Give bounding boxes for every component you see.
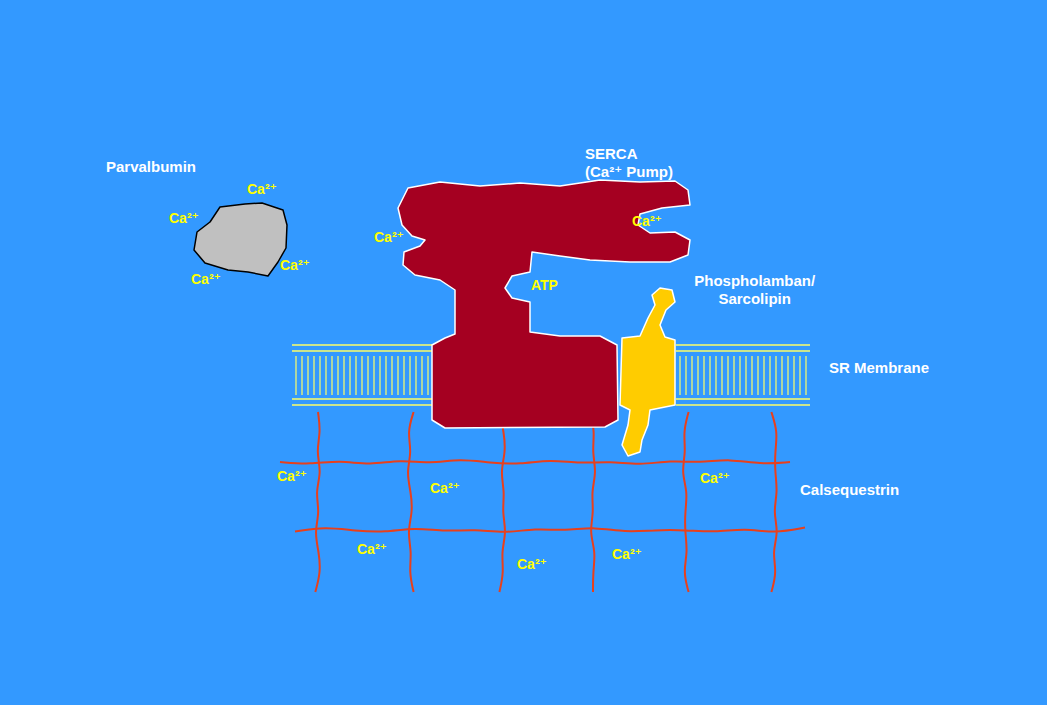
ion-label: Ca²⁺: [357, 541, 387, 557]
ion-label: Ca²⁺: [632, 213, 662, 229]
lipid-tail: [763, 356, 764, 395]
mesh-strand: [590, 412, 595, 592]
regulator-protein: Phospholamban/ Sarcolipin: [615, 265, 875, 460]
lipid-tail: [739, 356, 740, 395]
lipid-tail: [361, 356, 362, 395]
lipid-tail: [805, 356, 806, 395]
ion-label: Ca²⁺: [700, 470, 730, 486]
lipid-tail: [679, 356, 680, 395]
lipid-tail: [307, 356, 308, 395]
bilayer-line: [292, 350, 433, 352]
membrane-label: SR Membrane: [829, 359, 929, 377]
lipid-tail: [319, 356, 320, 395]
mesh-strand: [771, 412, 776, 592]
lipid-tail: [715, 356, 716, 395]
lipid-tail: [787, 356, 788, 395]
lipid-tail: [703, 356, 704, 395]
ion-label: Ca²⁺: [430, 480, 460, 496]
lipid-tail: [337, 356, 338, 395]
lipid-tail: [697, 356, 698, 395]
lipid-tail: [397, 356, 398, 395]
bilayer-line: [676, 350, 810, 352]
ion-label: Ca²⁺: [277, 468, 307, 484]
lipid-tail: [367, 356, 368, 395]
lipid-tail: [733, 356, 734, 395]
lipid-tail: [721, 356, 722, 395]
ion-label: Ca²⁺: [612, 546, 642, 562]
lipid-tail: [409, 356, 410, 395]
lipid-tail: [757, 356, 758, 395]
bilayer-line: [292, 398, 433, 400]
lipid-tail: [793, 356, 794, 395]
lipid-tail: [403, 356, 404, 395]
lipid-tail: [379, 356, 380, 395]
lipid-tail: [343, 356, 344, 395]
mesh-strand: [499, 412, 505, 592]
protein-label: Calsequestrin: [800, 481, 899, 499]
lipid-tail: [799, 356, 800, 395]
calsequestrin-mesh: CalsequestrinCa²⁺Ca²⁺Ca²⁺Ca²⁺Ca²⁺Ca²⁺: [270, 405, 960, 600]
protein-label: SERCA (Ca²⁺ Pump): [585, 145, 673, 181]
lipid-tail: [301, 356, 302, 395]
lipid-tail: [313, 356, 314, 395]
parvalbumin-protein: ParvalbuminCa²⁺ Ca²⁺ Ca²⁺ Ca²⁺: [100, 150, 310, 295]
ion-label: Ca²⁺: [374, 229, 404, 245]
lipid-tail: [427, 356, 428, 395]
lipid-tail: [685, 356, 686, 395]
lipid-tail: [373, 356, 374, 395]
lipid-tail: [325, 356, 326, 395]
lipid-tail: [385, 356, 386, 395]
bilayer-line: [676, 404, 810, 406]
protein-label: Parvalbumin: [106, 158, 196, 176]
regulator-shape: [620, 288, 675, 456]
ion-label: Ca²⁺: [191, 271, 221, 287]
mesh-strand: [683, 412, 688, 592]
lipid-tail: [295, 356, 296, 395]
lipid-tail: [775, 356, 776, 395]
ion-label: Ca²⁺: [169, 210, 199, 226]
bilayer-line: [292, 404, 433, 406]
lipid-tail: [355, 356, 356, 395]
mesh-strand: [408, 412, 414, 592]
mesh-strand: [280, 460, 790, 463]
bilayer-line: [292, 344, 433, 346]
lipid-tail: [349, 356, 350, 395]
lipid-tail: [769, 356, 770, 395]
ion-label: Ca²⁺: [517, 556, 547, 572]
bilayer-line: [676, 344, 810, 346]
lipid-tail: [709, 356, 710, 395]
ion-label: Ca²⁺: [247, 181, 277, 197]
protein-shape: [194, 203, 287, 276]
mesh-strand: [295, 528, 805, 532]
lipid-tail: [415, 356, 416, 395]
lipid-tail: [691, 356, 692, 395]
ion-label: Ca²⁺: [280, 257, 310, 273]
lipid-tail: [745, 356, 746, 395]
bilayer-line: [676, 398, 810, 400]
lipid-tail: [331, 356, 332, 395]
atp-label: ATP: [531, 277, 558, 293]
lipid-tail: [421, 356, 422, 395]
protein-label: Phospholamban/ Sarcolipin: [694, 272, 815, 308]
lipid-tail: [391, 356, 392, 395]
mesh-strand: [315, 412, 319, 592]
lipid-tail: [727, 356, 728, 395]
shape-outline: [270, 405, 960, 600]
lipid-tail: [751, 356, 752, 395]
lipid-tail: [781, 356, 782, 395]
